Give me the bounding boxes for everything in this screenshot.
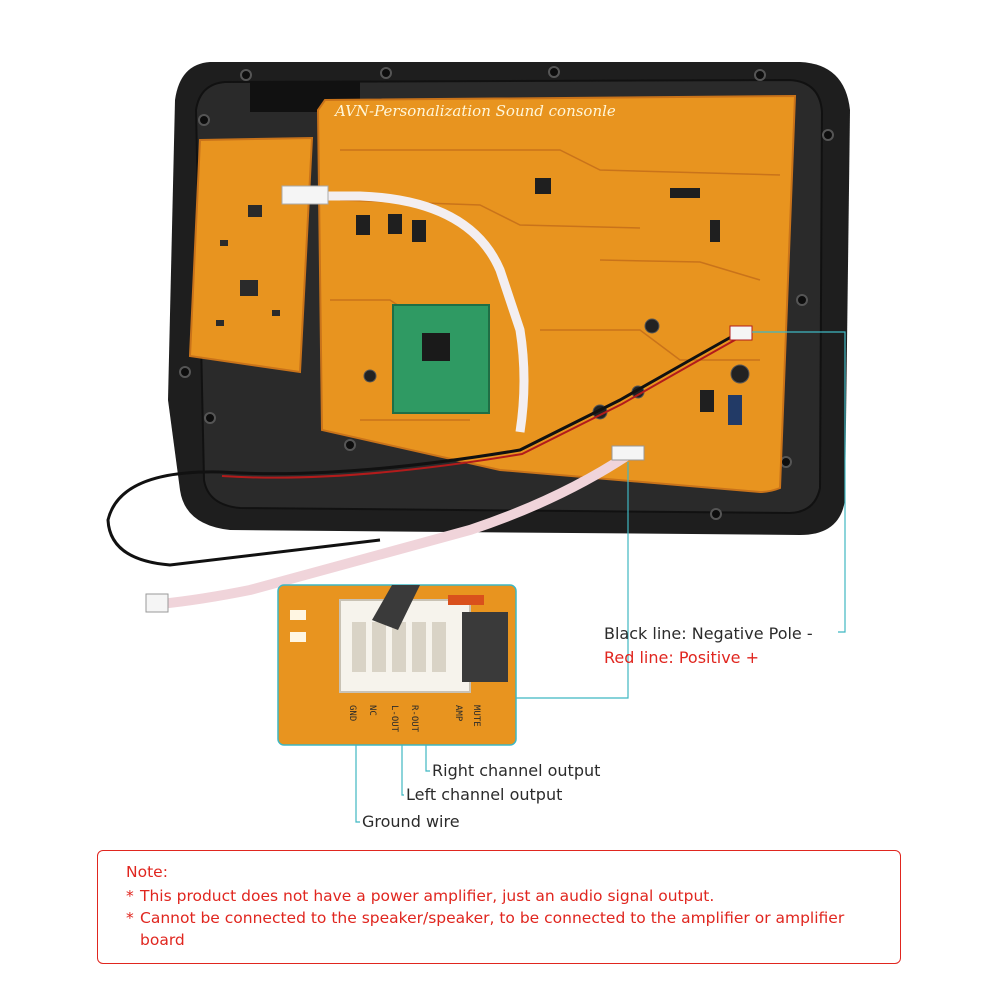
side-pcb-components [216,205,280,326]
pin-mute: MUTE [471,705,481,727]
left-channel-label: Left channel output [406,785,563,804]
pin-amp: AMP [453,705,463,722]
ribbon-connector-top [281,185,329,205]
red-black-wire [106,330,741,567]
zoom-inset: GND NC L-OUT R-OUT AMP MUTE [277,584,517,746]
note-text-1: This product does not have a power ampli… [140,887,715,905]
note-bullet: * [126,887,134,905]
cable-plug [145,593,169,613]
note-line-1: * This product does not have a power amp… [126,885,900,907]
capacitors [363,318,750,420]
pin-gnd: GND [347,705,357,721]
pin-leader-lines [355,745,430,823]
red-line-label: Red line: Positive + [604,648,760,667]
pin-nc: NC [367,705,377,716]
note-bullet: * [126,909,134,927]
right-channel-label: Right channel output [432,761,601,780]
pin-lout: L-OUT [389,705,399,733]
signal-cable [159,450,631,609]
note-title: Note: [126,863,168,881]
callout-lines [516,331,846,699]
board-title: AVN-Personalization Sound consonle [333,102,616,120]
power-connector [729,325,753,341]
ribbon-cable [285,191,529,433]
side-pcb [188,136,314,374]
note-text-2: Cannot be connected to the speaker/speak… [140,909,845,949]
note-box: Note: * This product does not have a pow… [97,850,901,964]
ic-chips [356,178,742,425]
module-chip [422,333,450,361]
note-line-2: * Cannot be connected to the speaker/spe… [126,907,900,951]
pin-rout: R-OUT [409,705,419,733]
screw-holes [179,66,834,520]
ground-wire-label: Ground wire [362,812,460,831]
board-connector [611,445,645,461]
black-line-label: Black line: Negative Pole - [604,624,813,643]
